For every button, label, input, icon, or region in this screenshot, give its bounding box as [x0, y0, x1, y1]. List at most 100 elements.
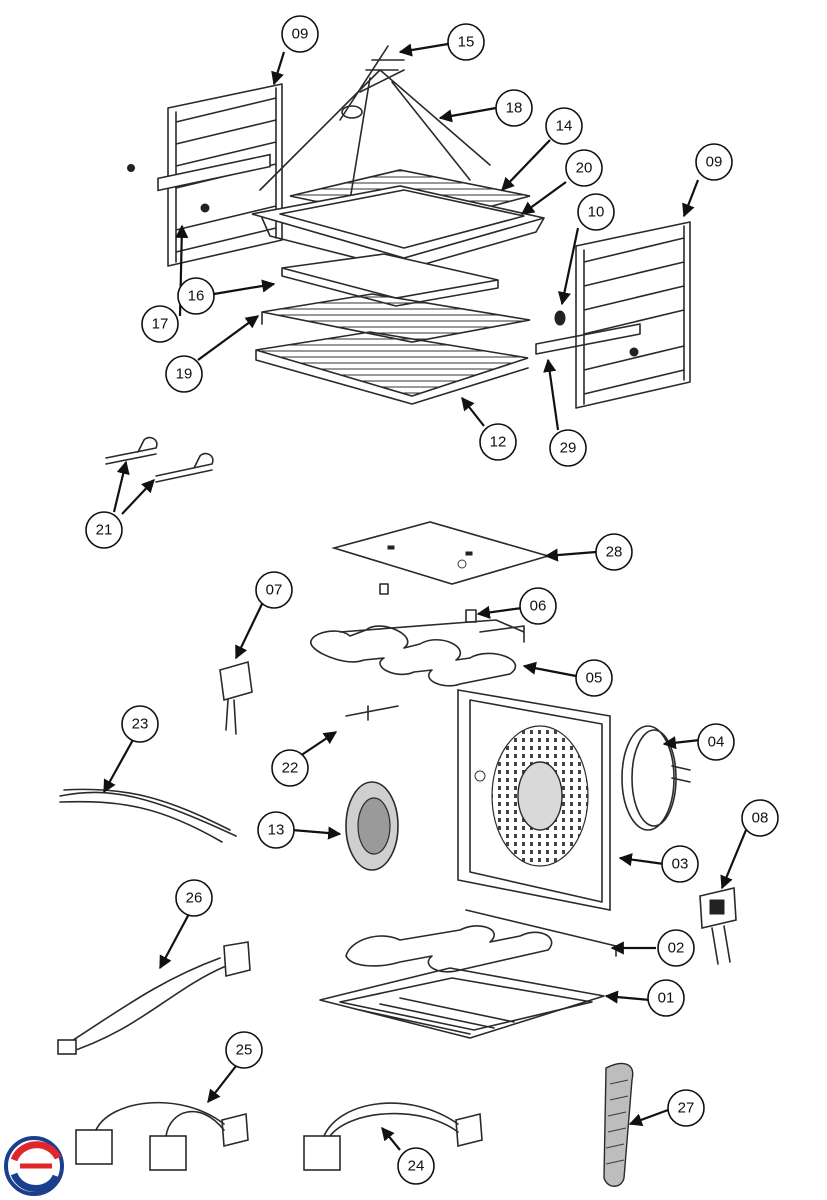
callout-label: 06 — [530, 598, 547, 615]
callout-label: 08 — [752, 810, 769, 827]
leader-24 — [381, 1126, 401, 1151]
callout-circle — [495, 89, 533, 127]
part-rotisserie-forks — [105, 436, 214, 483]
part-top-heating-element — [310, 619, 525, 687]
callout-c12: 12 — [479, 423, 517, 461]
callout-circle — [595, 533, 633, 571]
leader-23 — [103, 737, 135, 794]
callout-c18: 18 — [495, 89, 533, 127]
callout-circle — [575, 659, 613, 697]
callout-circle — [661, 845, 699, 883]
callout-c16: 16 — [177, 277, 215, 315]
leader-09a — [271, 51, 286, 86]
callout-c26: 26 — [175, 879, 213, 917]
callout-circle — [667, 1089, 705, 1127]
leader-13 — [291, 826, 342, 840]
part-rotisserie-frame — [259, 69, 491, 201]
part-wire-shelf-upper — [261, 293, 531, 343]
leader-28 — [544, 548, 597, 562]
leader-27 — [628, 1108, 669, 1127]
leader-09b — [682, 179, 700, 218]
callout-circle — [85, 511, 123, 549]
leader-15 — [398, 42, 449, 57]
leader-21a — [112, 460, 130, 513]
callout-circle — [519, 587, 557, 625]
callout-c15: 15 — [447, 23, 485, 61]
callout-label: 28 — [606, 544, 623, 561]
leader-06 — [476, 605, 523, 619]
callout-c28: 28 — [595, 533, 633, 571]
leader-lines — [103, 42, 748, 1151]
callout-label: 27 — [678, 1100, 695, 1117]
callout-c02: 02 — [657, 929, 695, 967]
leader-25 — [207, 1065, 237, 1104]
callout-circle — [177, 277, 215, 315]
callout-c25: 25 — [225, 1031, 263, 1069]
callout-c24: 24 — [397, 1147, 435, 1185]
callout-c22: 22 — [271, 749, 309, 787]
callout-c01: 01 — [647, 979, 685, 1017]
callout-label: 21 — [96, 522, 113, 539]
callout-c03: 03 — [661, 845, 699, 883]
callout-c04: 04 — [697, 723, 735, 761]
callout-c20: 20 — [565, 149, 603, 187]
callout-label: 03 — [672, 856, 689, 873]
leader-04 — [662, 736, 701, 750]
callout-label: 15 — [458, 34, 475, 51]
callout-label: 04 — [708, 734, 725, 751]
callout-c19: 19 — [165, 355, 203, 393]
leader-20 — [520, 181, 567, 215]
leader-12 — [461, 396, 485, 427]
callout-c13: 13 — [257, 811, 295, 849]
part-wire-shelf-lower — [255, 331, 529, 405]
part-thermostat-box — [219, 660, 253, 735]
part-telescopic-rail — [535, 323, 641, 355]
callout-label: 24 — [408, 1158, 425, 1175]
callout-c07: 07 — [255, 571, 293, 609]
callout-circle — [175, 879, 213, 917]
callout-circle — [647, 979, 685, 1017]
brand-logo — [4, 1136, 64, 1196]
callout-label: 05 — [586, 670, 603, 687]
callout-c29: 29 — [549, 429, 587, 467]
part-wiring-harness-25 — [75, 1101, 249, 1171]
leader-16 — [213, 279, 276, 296]
leader-18 — [438, 106, 497, 123]
callout-label: 07 — [266, 582, 283, 599]
callout-circle — [697, 723, 735, 761]
callout-circle — [281, 15, 319, 53]
callout-circle — [397, 1147, 435, 1185]
callout-label: 20 — [576, 160, 593, 177]
callout-c08: 08 — [741, 799, 779, 837]
callout-circle — [741, 799, 779, 837]
callout-circle — [225, 1031, 263, 1069]
callout-label: 01 — [658, 990, 675, 1007]
callout-label: 12 — [490, 434, 507, 451]
part-wiring-harness-24 — [303, 1102, 483, 1171]
leader-29 — [543, 358, 560, 431]
callout-circle — [165, 355, 203, 393]
callout-label: 14 — [556, 118, 573, 135]
callout-circle — [577, 193, 615, 231]
callout-label: 25 — [236, 1042, 253, 1059]
callout-circle — [447, 23, 485, 61]
callout-c10: 10 — [577, 193, 615, 231]
callout-label: 10 — [588, 204, 605, 221]
leader-14 — [501, 139, 551, 191]
callout-c09b: 09 — [695, 143, 733, 181]
callout-c14: 14 — [545, 107, 583, 145]
part-side-rack-left — [127, 83, 283, 267]
callout-c23: 23 — [121, 705, 159, 743]
part-rotisserie-spit — [339, 45, 405, 121]
leader-03 — [618, 853, 665, 867]
callout-circle — [255, 571, 293, 609]
part-cable-26 — [57, 941, 251, 1055]
part-fan-blade — [345, 781, 399, 871]
part-back-panel — [457, 689, 611, 911]
callout-label: 17 — [152, 316, 169, 333]
callout-circle — [141, 305, 179, 343]
leader-10 — [557, 227, 580, 306]
part-clip — [554, 310, 566, 326]
leader-08 — [720, 829, 748, 890]
callout-label: 29 — [560, 440, 577, 457]
